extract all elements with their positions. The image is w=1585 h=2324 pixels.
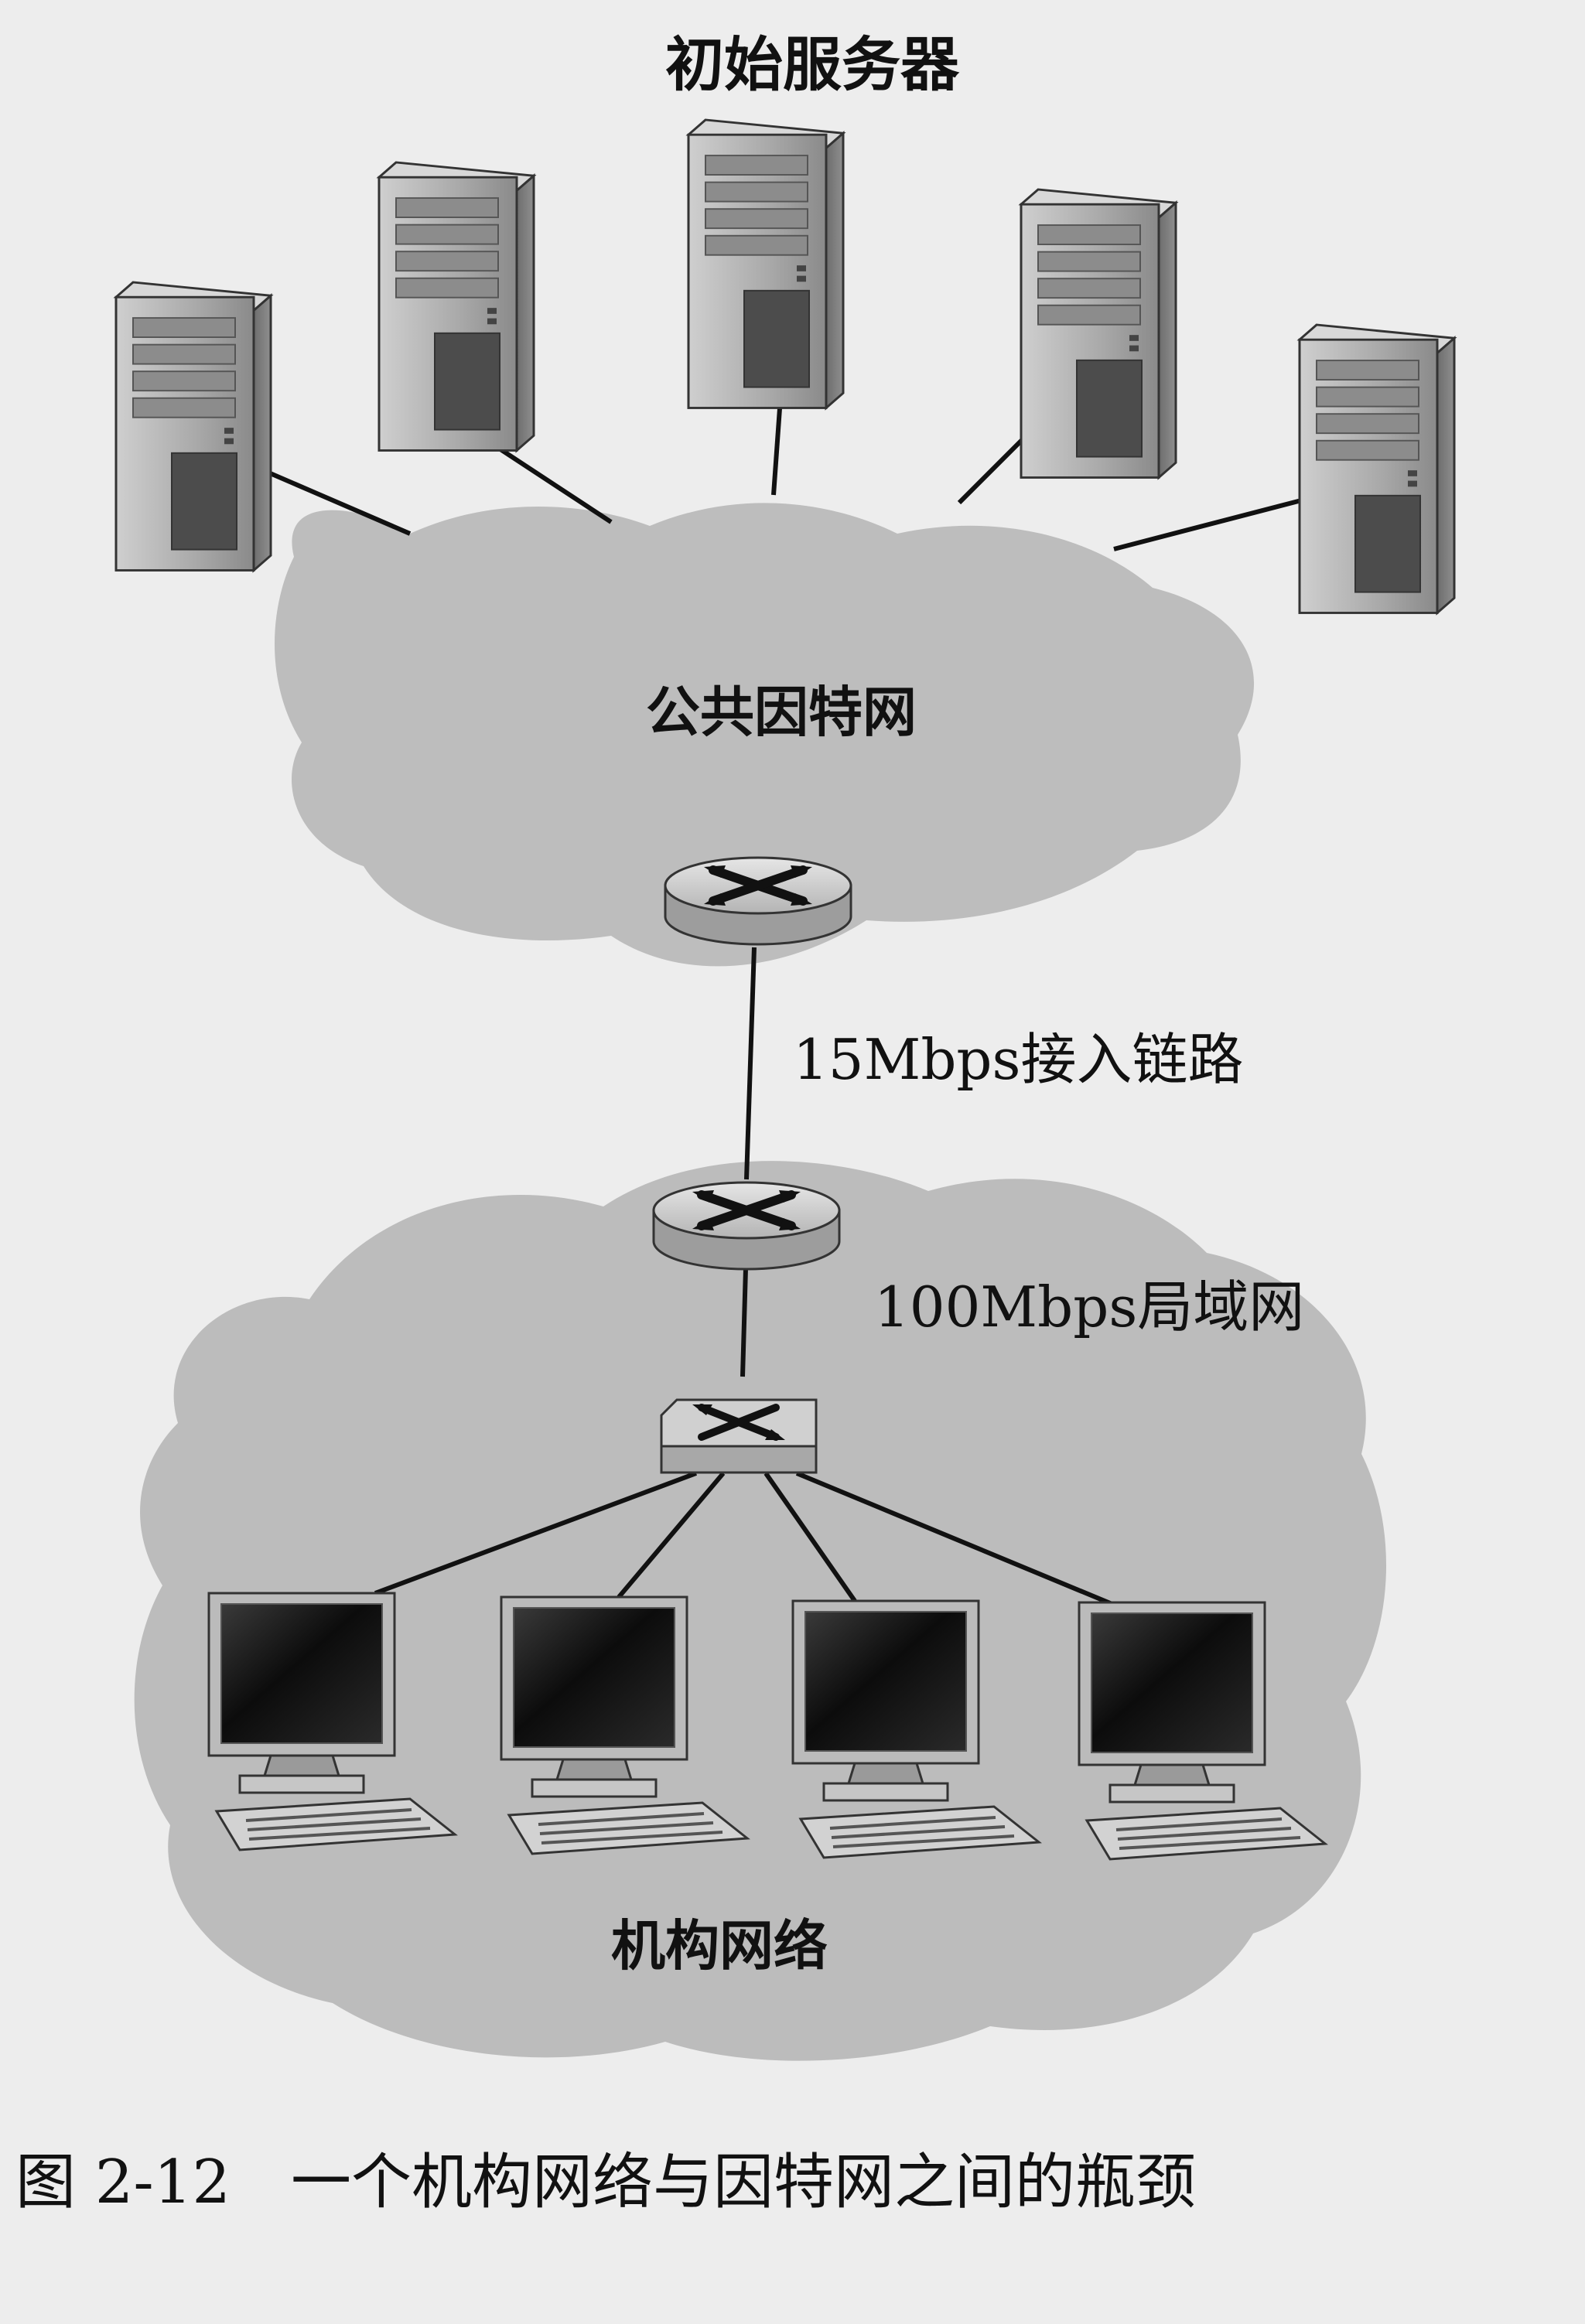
server-icon xyxy=(114,281,272,572)
figure-caption: 图 2-12 一个机构网络与因特网之间的瓶颈 xyxy=(15,2148,1196,2217)
public-internet-cloud xyxy=(275,503,1255,967)
servers-label: 初始服务器 xyxy=(665,30,960,99)
access-link-label: 15Mbps接入链路 xyxy=(793,1027,1243,1092)
router-icon xyxy=(654,1182,839,1269)
server-icon xyxy=(1298,323,1456,614)
public-internet-label: 公共因特网 xyxy=(646,681,917,744)
server-icon xyxy=(687,118,845,409)
server-icon xyxy=(1020,188,1177,479)
server-icon xyxy=(377,161,535,452)
lan-label: 100Mbps局域网 xyxy=(874,1275,1304,1339)
institution-network-label: 机构网络 xyxy=(611,1914,828,1978)
switch-icon xyxy=(661,1400,816,1473)
router-icon xyxy=(665,858,851,944)
